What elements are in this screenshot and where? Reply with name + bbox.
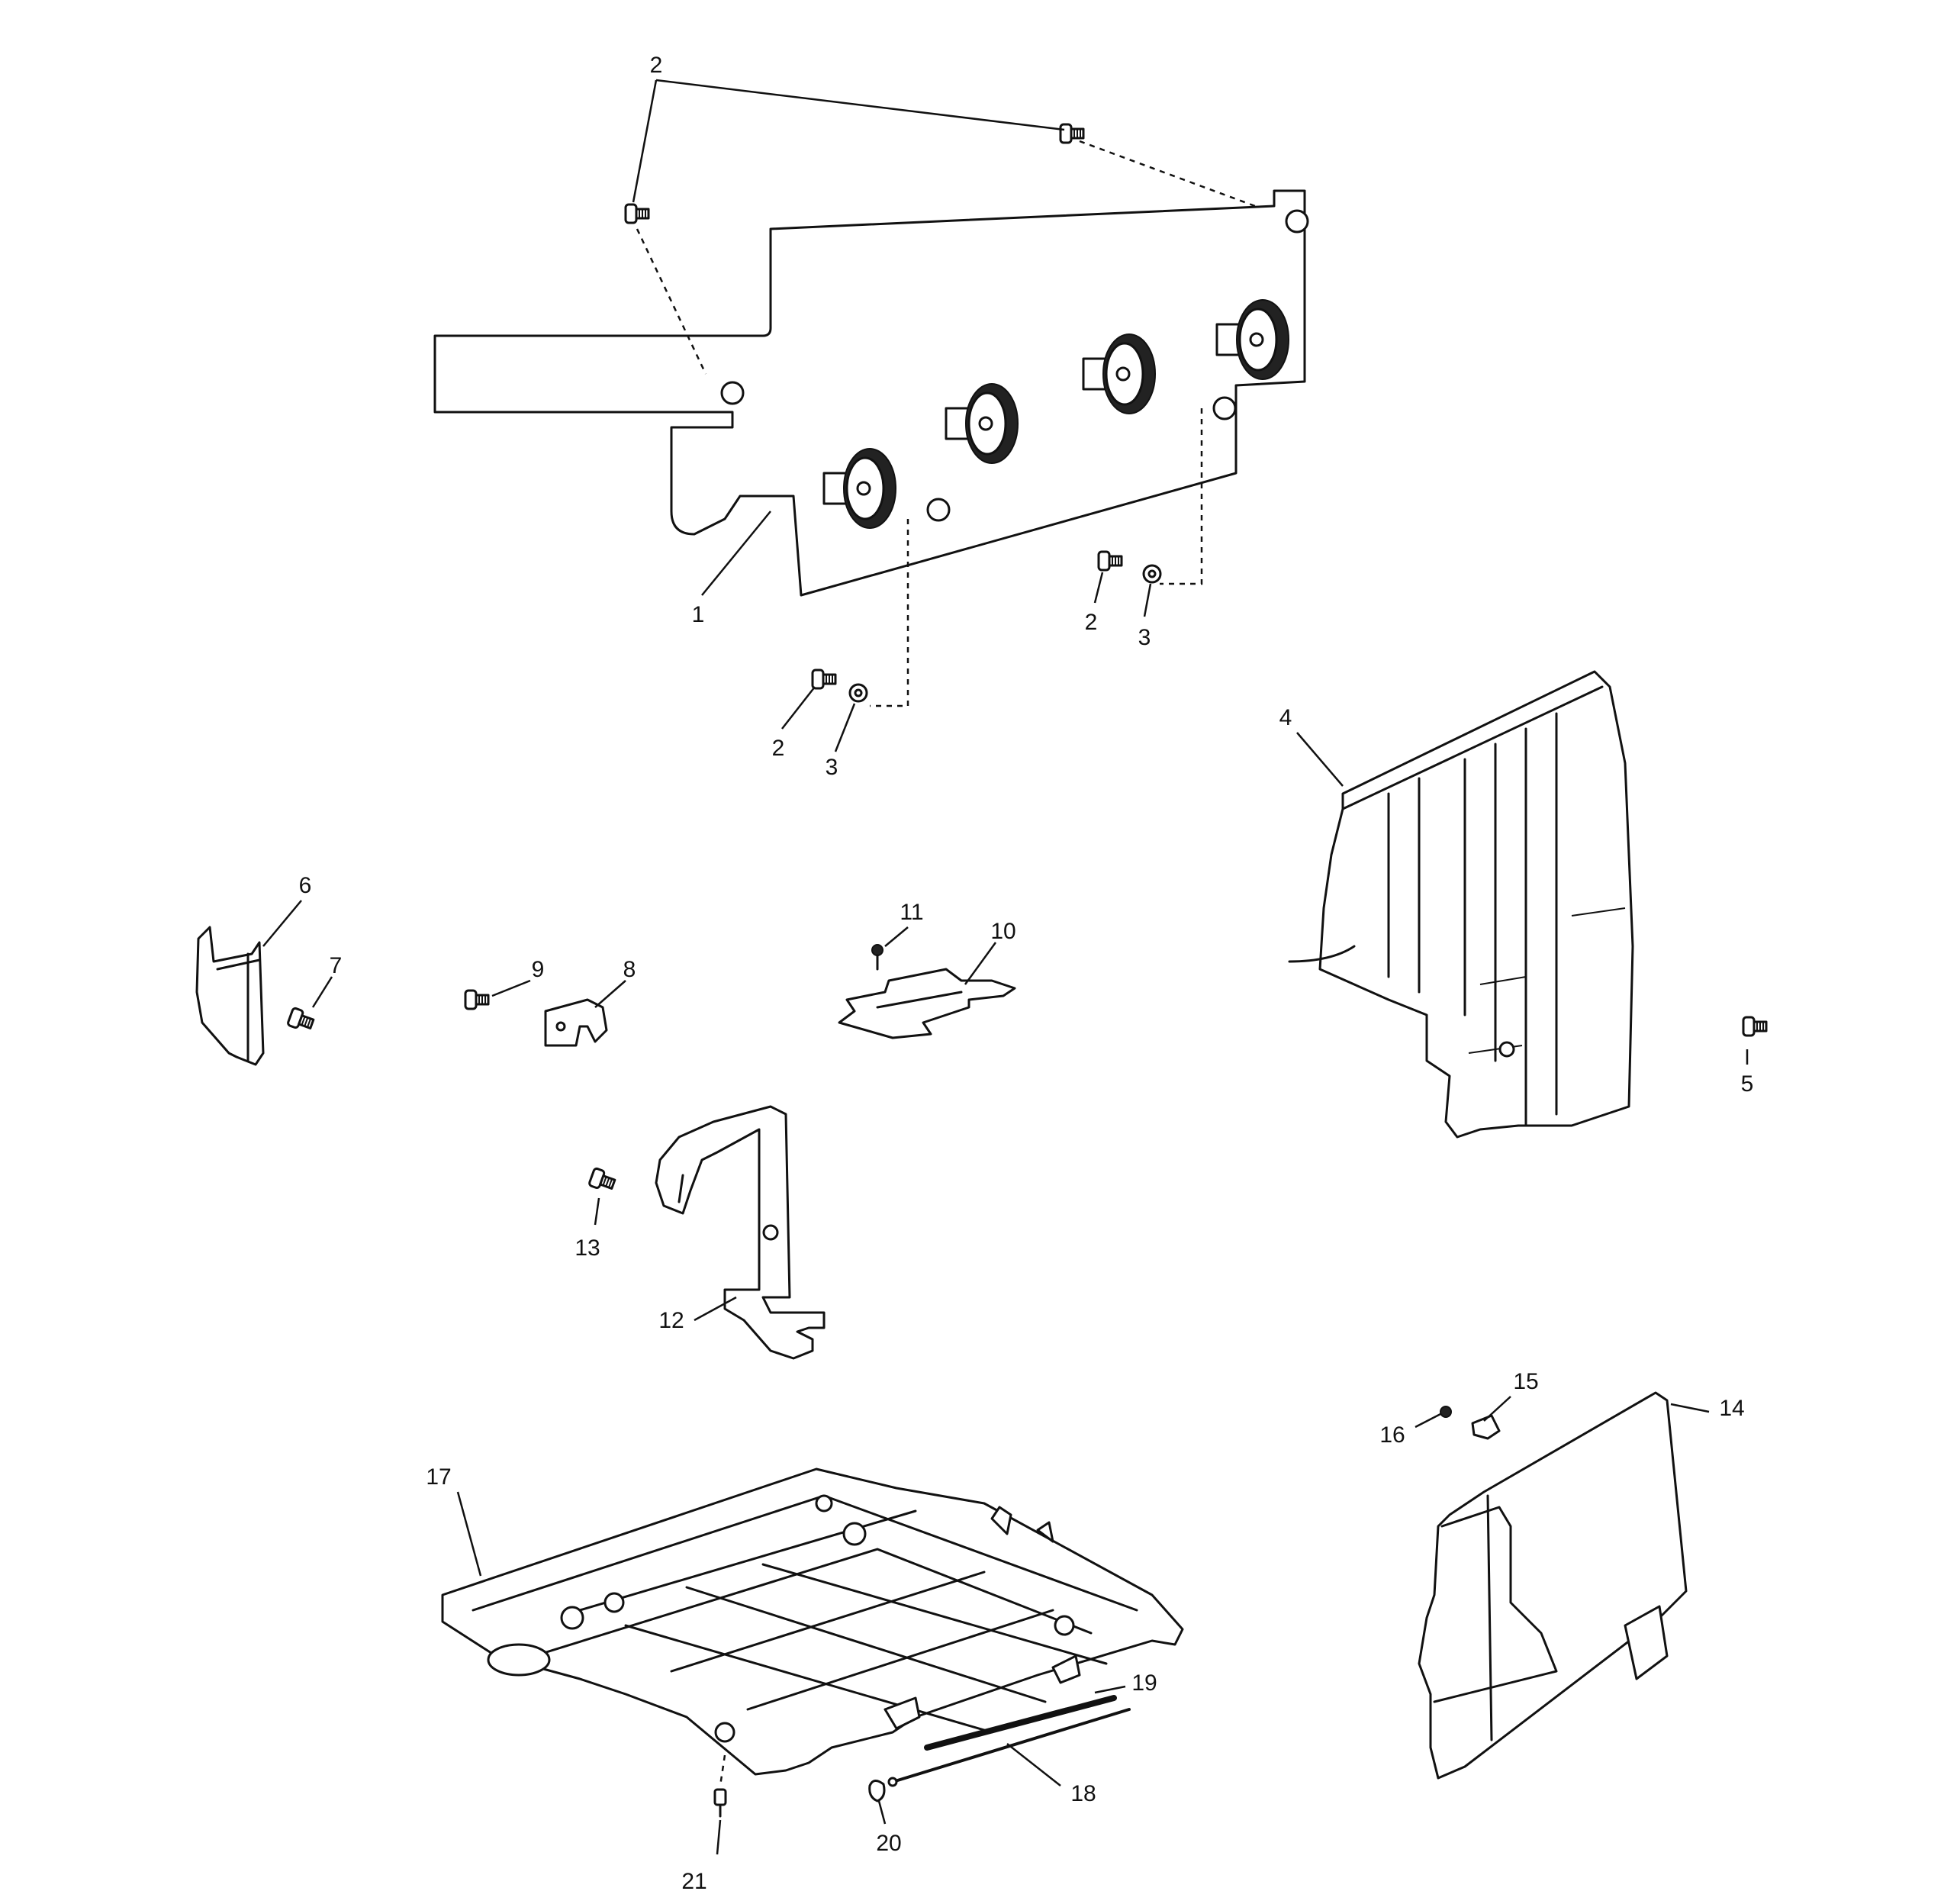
rod-part-19	[924, 1695, 1117, 1751]
guide-assembly-part-4	[1288, 670, 1634, 1139]
bracket-part-6	[195, 926, 265, 1066]
callout-2-top: 2	[650, 53, 663, 78]
callout-2-right: 2	[1085, 610, 1098, 635]
callout-3-right: 3	[1138, 625, 1151, 650]
callout-17: 17	[426, 1464, 451, 1490]
callout-1: 1	[692, 602, 705, 627]
washer-3-left	[848, 683, 868, 703]
plate-part-10	[838, 968, 1016, 1039]
screw-11	[871, 944, 883, 971]
callout-5: 5	[1741, 1071, 1754, 1097]
screw-16	[1440, 1406, 1452, 1418]
callout-13: 13	[575, 1236, 600, 1261]
screw-21	[713, 1788, 727, 1818]
callout-2-left: 2	[772, 736, 785, 761]
callout-3-left: 3	[826, 755, 838, 780]
callout-11: 11	[900, 900, 923, 925]
callout-18: 18	[1070, 1781, 1096, 1806]
callout-10: 10	[990, 919, 1015, 944]
screw-2-top-left	[624, 203, 650, 224]
e-ring-part-20	[868, 1780, 886, 1803]
callout-20: 20	[876, 1831, 901, 1856]
callout-14: 14	[1719, 1396, 1744, 1421]
screw-13	[587, 1166, 618, 1194]
callout-15: 15	[1513, 1369, 1538, 1394]
screw-2-right	[1097, 550, 1123, 572]
callout-4: 4	[1279, 705, 1292, 730]
screw-5	[1742, 1016, 1768, 1037]
callout-21: 21	[681, 1869, 706, 1894]
washer-3-right	[1142, 564, 1162, 584]
screw-2-top-right	[1059, 123, 1085, 144]
bracket-part-8	[544, 998, 608, 1047]
screw-7	[285, 1006, 317, 1034]
roller-plate-part-1	[433, 189, 1309, 597]
callout-6: 6	[299, 873, 312, 898]
callout-19: 19	[1131, 1670, 1157, 1696]
callout-7: 7	[330, 953, 343, 978]
tray-part-17	[441, 1467, 1184, 1776]
callout-8: 8	[623, 957, 636, 982]
callout-12: 12	[658, 1308, 684, 1333]
screw-2-left	[811, 668, 837, 690]
callout-9: 9	[532, 957, 545, 982]
callout-16: 16	[1379, 1422, 1405, 1448]
cover-part-14	[1418, 1391, 1688, 1780]
bracket-part-12	[655, 1105, 826, 1360]
screw-9	[464, 989, 490, 1010]
